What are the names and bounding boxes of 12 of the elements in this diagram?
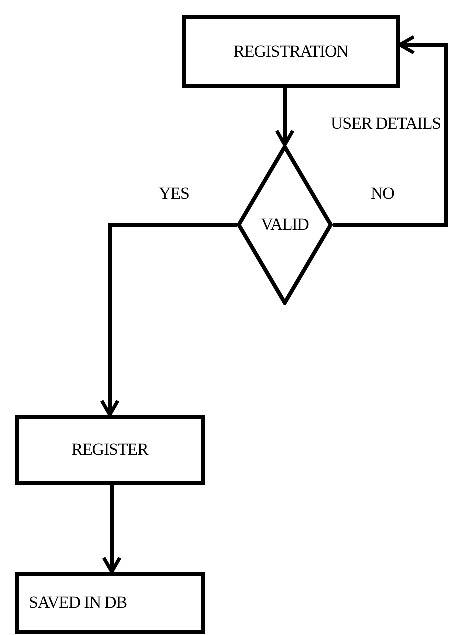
node-label: REGISTRATION	[234, 42, 348, 62]
process-box	[182, 15, 400, 88]
arrow	[102, 485, 122, 574]
process-box	[15, 415, 205, 485]
process-box	[15, 572, 205, 634]
arrow	[100, 223, 237, 417]
arrow	[333, 35, 448, 227]
node-label: REGISTER	[72, 440, 148, 460]
decision-diamond	[237, 145, 333, 305]
node-label: VALID	[261, 215, 309, 235]
node-label: SAVED IN DB	[29, 593, 127, 613]
arrow	[275, 88, 295, 147]
